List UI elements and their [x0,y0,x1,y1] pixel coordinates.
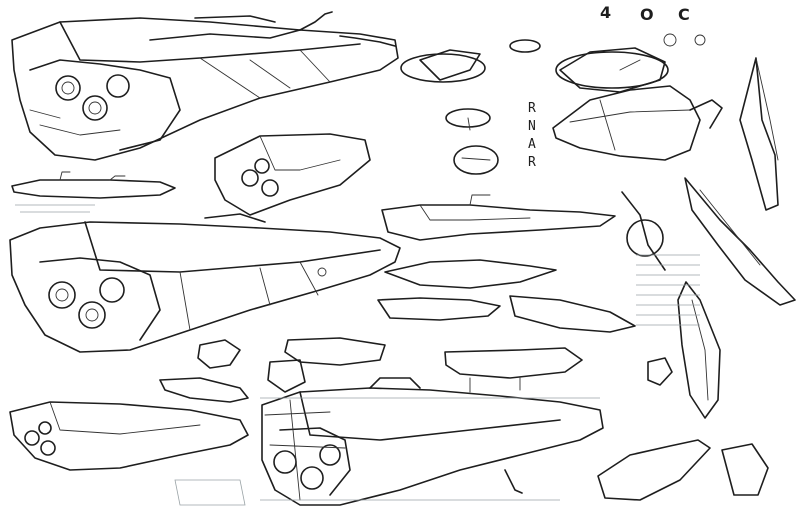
ship-sketch-bottom-center [260,377,604,506]
glyph-stack-4: R [528,155,537,170]
ship-sketch-right-hull [552,85,723,161]
ship-sketch-saucers [400,39,669,175]
glyph-stack-2: N [528,119,537,134]
ship-sketch-right-vertical [677,57,796,419]
glyph-top-2: O [640,5,654,24]
glyph-markings: 4 O C R N A R [528,3,706,170]
ship-sketch-center-horizontal [377,194,636,393]
ship-sketch-right-misc [597,191,769,501]
glyph-stack-1: R [528,101,537,116]
ship-sketch-bottom-left [9,401,249,506]
ship-sketch-center-upper [214,133,371,216]
glyph-stack-3: A [528,137,537,152]
ship-sketch-small-left [11,171,176,213]
glyph-top-3: C [678,5,690,24]
ship-sketch-middle-left [9,213,401,353]
glyph-top-1: 4 [600,3,611,22]
ship-sketch-small-cluster [159,337,386,403]
ship-sketch-top-left [11,11,399,161]
